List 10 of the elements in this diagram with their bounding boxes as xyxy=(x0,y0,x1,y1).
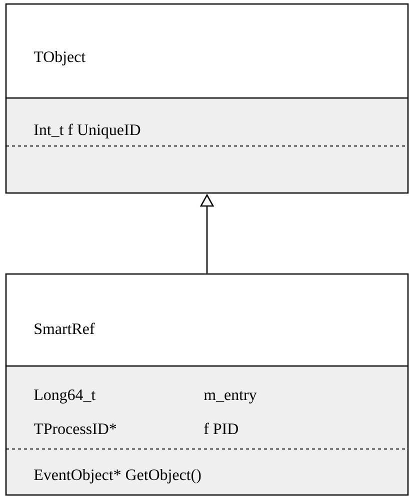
attribute-text: TProcessID* xyxy=(34,424,116,434)
attribute-text: Int_t f UniqueID xyxy=(34,124,140,138)
attribute-text: m_entry xyxy=(204,391,257,404)
method-text: EventObject* GetObject() xyxy=(34,468,201,484)
class-box xyxy=(5,273,409,496)
class-name: TObject xyxy=(34,50,86,66)
attribute-text: Long64_t xyxy=(34,389,96,404)
class-box xyxy=(5,3,409,194)
attribute-text: f PID xyxy=(204,422,238,434)
class-name: SmartRef xyxy=(34,322,95,334)
